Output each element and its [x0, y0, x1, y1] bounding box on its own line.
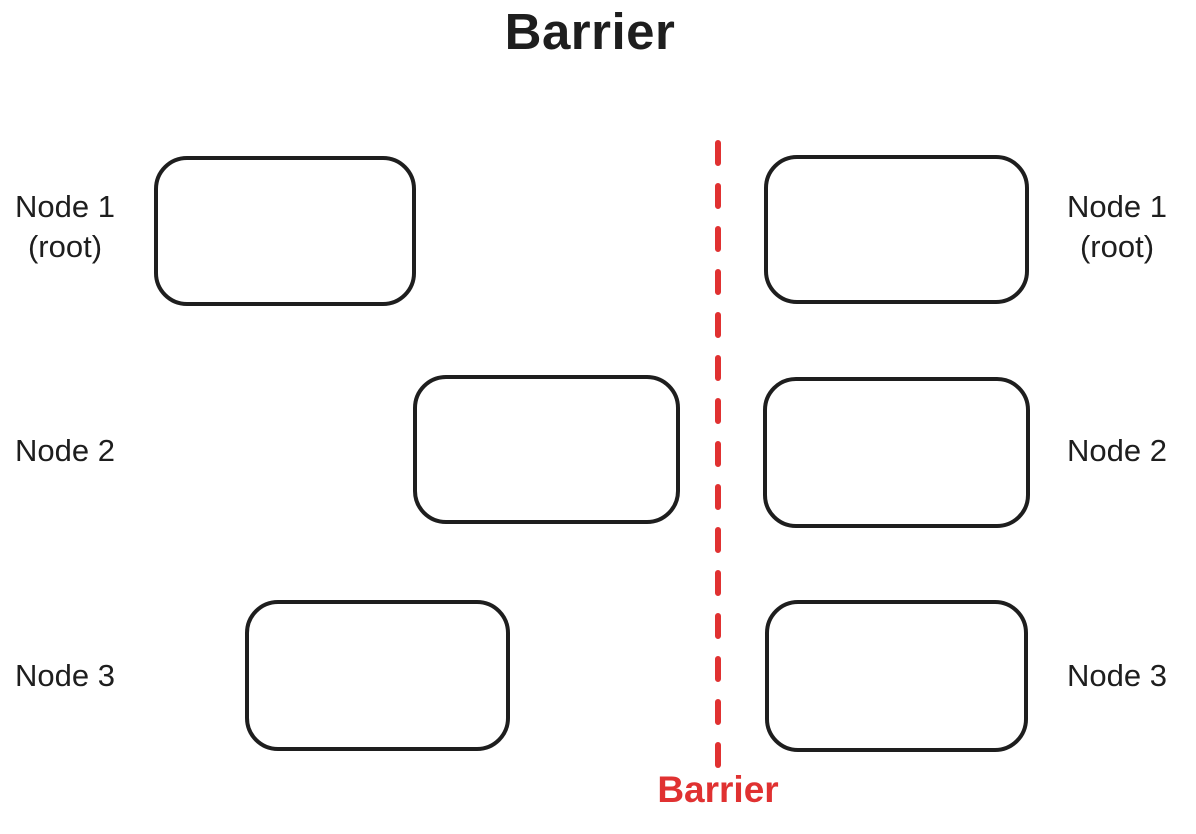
left-node-1-label: Node 1 (root)	[15, 189, 115, 265]
left-node-1-box	[154, 156, 416, 306]
right-node-2-label: Node 2	[1067, 433, 1167, 468]
right-node-3-box	[765, 600, 1028, 752]
right-node-1-box	[764, 155, 1029, 304]
left-node-2-box	[413, 375, 680, 524]
right-node-2-box	[763, 377, 1030, 528]
left-node-2-label: Node 2	[15, 433, 115, 468]
left-node-3-label: Node 3	[15, 658, 115, 693]
left-node-3-box	[245, 600, 510, 751]
right-node-3-label: Node 3	[1067, 658, 1167, 693]
barrier-caption: Barrier	[657, 769, 779, 810]
diagram-title: Barrier	[504, 3, 676, 60]
right-node-1-label: Node 1 (root)	[1067, 189, 1167, 265]
